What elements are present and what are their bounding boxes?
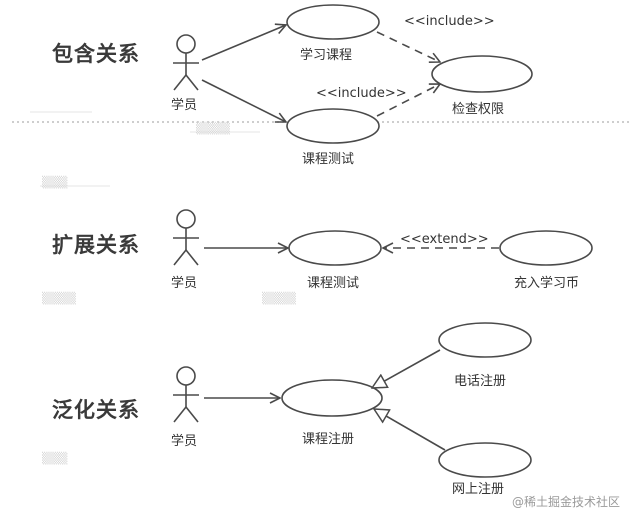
generalization-phone — [372, 349, 441, 388]
actor-leg-left — [173, 74, 187, 91]
usecase-course-test-1 — [286, 108, 380, 144]
include-dependency-2 — [376, 84, 440, 117]
ghost-mark: ▒▒▒▒ — [196, 122, 230, 135]
usecase-recharge-coins — [499, 230, 593, 266]
actor-label-include: 学员 — [171, 98, 198, 113]
actor-include — [173, 34, 199, 91]
ghost-mark: ▒▒▒ — [42, 452, 68, 465]
section-title-include: 包含关系 — [52, 42, 140, 66]
usecase-study-course — [286, 4, 380, 40]
usecase-label-check-permission: 检查权限 — [452, 102, 505, 117]
ghost-mark: ▒▒▒▒ — [262, 292, 296, 305]
actor-generalization — [173, 366, 199, 423]
usecase-course-test-2 — [288, 230, 382, 266]
assoc-to-course-test — [201, 79, 286, 122]
section-title-extend: 扩展关系 — [52, 233, 140, 257]
actor-leg-right — [185, 406, 199, 423]
ghost-mark: ▒▒▒▒ — [42, 292, 76, 305]
actor-head — [176, 209, 196, 229]
actor-leg-right — [185, 249, 199, 266]
usecase-phone-register — [438, 322, 532, 358]
generalization-web — [374, 409, 446, 451]
usecase-check-permission — [431, 55, 533, 93]
actor-leg-left — [173, 406, 187, 423]
usecase-label-phone-register: 电话注册 — [454, 374, 507, 389]
actor-label-extend: 学员 — [171, 276, 198, 291]
assoc-to-study-course — [201, 25, 286, 61]
include-dependency-1 — [376, 31, 440, 62]
usecase-label-web-register: 网上注册 — [452, 482, 505, 497]
include-stereotype-2: <<include>> — [316, 86, 407, 101]
ghost-mark: ▒▒▒ — [42, 176, 68, 189]
usecase-label-course-register: 课程注册 — [302, 432, 355, 447]
actor-leg-left — [173, 249, 187, 266]
actor-label-generalization: 学员 — [171, 434, 198, 449]
actor-head — [176, 34, 196, 54]
usecase-web-register — [438, 442, 532, 478]
usecase-label-study-course: 学习课程 — [300, 48, 353, 63]
actor-extend — [173, 209, 199, 266]
background-marks — [30, 111, 260, 187]
watermark-text: @稀土掘金技术社区 — [511, 495, 620, 509]
include-stereotype-1: <<include>> — [404, 14, 495, 29]
actor-leg-right — [185, 74, 199, 91]
actor-head — [176, 366, 196, 386]
section-title-generalization: 泛化关系 — [52, 398, 140, 422]
usecase-label-course-test: 课程测试 — [302, 152, 355, 167]
usecase-label-course-test-2: 课程测试 — [307, 276, 360, 291]
usecase-course-register — [281, 379, 383, 417]
extend-stereotype: <<extend>> — [400, 232, 489, 247]
usecase-label-recharge-coins: 充入学习币 — [514, 276, 580, 291]
